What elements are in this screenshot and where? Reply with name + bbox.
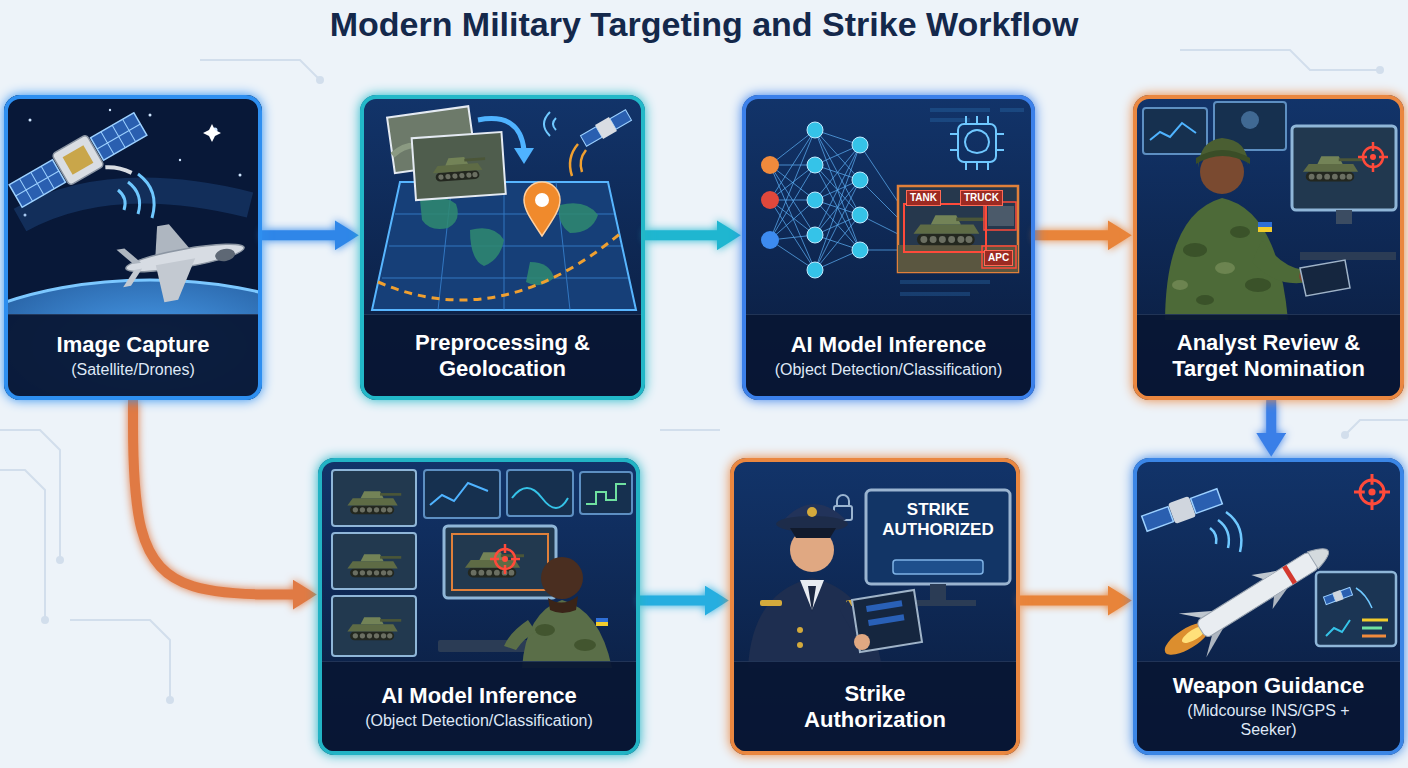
label-holder: TRUCK — [960, 190, 1003, 206]
label-band: Analyst Review & Target Nomination — [1137, 314, 1400, 396]
label-band: Strike Authorization — [734, 661, 1016, 751]
box-heading: Preprocessing & Geolocation — [388, 330, 618, 382]
box-heading: Strike Authorization — [785, 681, 965, 733]
label-band: Weapon Guidance(Midcourse INS/GPS + Seek… — [1137, 661, 1400, 751]
label-band: Image Capture(Satellite/Drones) — [8, 314, 258, 396]
label-band: Preprocessing & Geolocation — [364, 314, 641, 396]
box-heading: AI Model Inference — [381, 683, 577, 709]
process-box: AI Model Inference(Object Detection/Clas… — [742, 95, 1035, 400]
box-subheading: (Satellite/Drones) — [71, 360, 195, 380]
process-box: Image Capture(Satellite/Drones) — [4, 95, 262, 400]
box-heading: Weapon Guidance — [1173, 673, 1365, 699]
label-band: AI Model Inference(Object Detection/Clas… — [746, 314, 1031, 396]
label-band: AI Model Inference(Object Detection/Clas… — [322, 661, 636, 751]
process-box: AI Model Inference(Object Detection/Clas… — [318, 458, 640, 755]
detection-tag: TRUCK — [960, 190, 1003, 206]
box-subheading: (Object Detection/Classification) — [775, 360, 1003, 380]
detection-tag: TANK — [906, 190, 941, 206]
flow-arrow — [1266, 400, 1276, 434]
label-holder: TANK — [906, 190, 941, 206]
flow-arrow — [640, 596, 706, 606]
box-subheading: (Midcourse INS/GPS + Seeker) — [1179, 701, 1359, 740]
label-holder: APC — [984, 250, 1013, 266]
detection-tag: APC — [984, 250, 1013, 266]
box-heading: Image Capture — [57, 332, 210, 358]
process-box: Strike Authorization — [730, 458, 1020, 755]
flow-arrow — [645, 230, 718, 240]
box-heading: Analyst Review & Target Nomination — [1154, 330, 1384, 382]
label-holder: STRIKE AUTHORIZED — [878, 500, 998, 541]
process-box: Analyst Review & Target Nomination — [1133, 95, 1404, 400]
flow-arrow — [1035, 230, 1109, 240]
process-box: Weapon Guidance(Midcourse INS/GPS + Seek… — [1133, 458, 1404, 755]
box-subheading: (Object Detection/Classification) — [365, 711, 593, 731]
flow-arrow — [262, 230, 336, 240]
screen-text: STRIKE AUTHORIZED — [878, 500, 998, 541]
title-bar: Modern Military Targeting and Strike Wor… — [0, 2, 1408, 48]
diagram-title: Modern Military Targeting and Strike Wor… — [330, 2, 1079, 46]
flow-arrow — [133, 400, 294, 595]
box-heading: AI Model Inference — [791, 332, 987, 358]
process-box: Preprocessing & Geolocation — [360, 95, 645, 400]
flow-arrow — [1020, 596, 1109, 606]
